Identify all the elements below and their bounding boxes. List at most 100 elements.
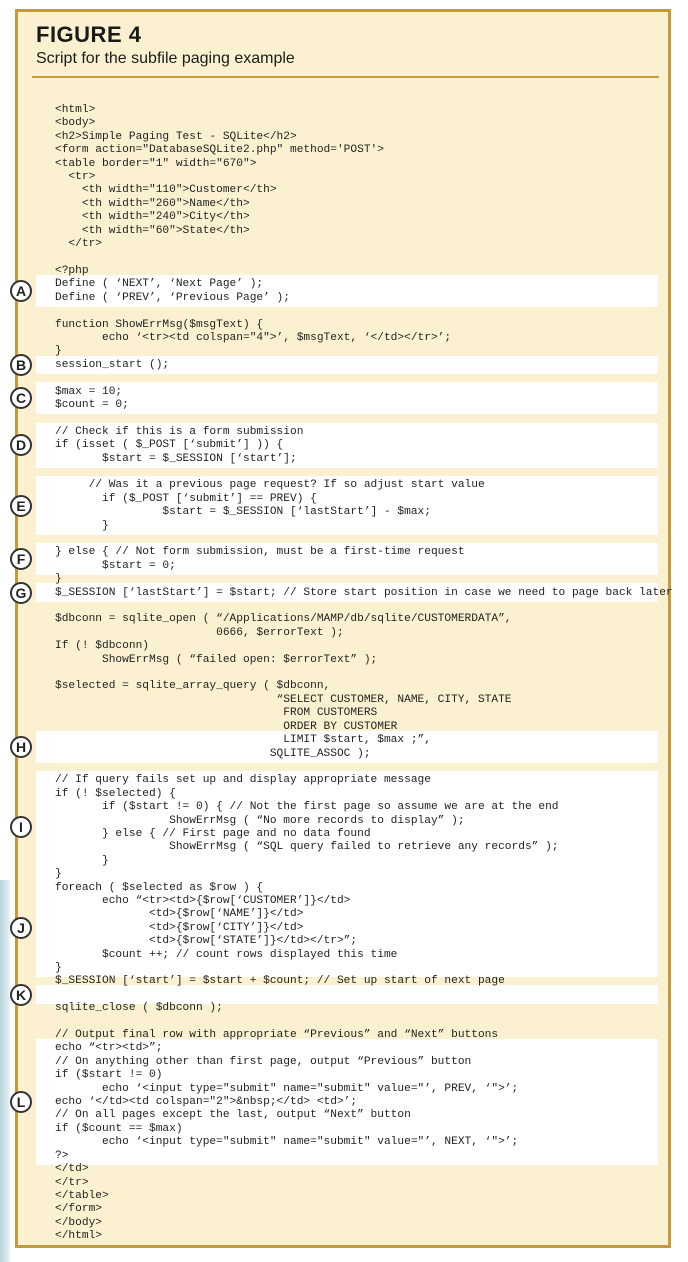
code-line: foreach ( $selected as $row ) { — [55, 881, 264, 894]
code-line: if ($start != 0) — [55, 1069, 163, 1082]
code-line: $count = 0; — [55, 398, 129, 411]
code-line: echo ‘<input type="submit" name="submit"… — [55, 1136, 519, 1149]
annotation-marker: I — [10, 816, 32, 839]
code-line: <?php — [55, 264, 89, 277]
code-line: } — [55, 854, 109, 867]
code-line: if (! $selected) { — [55, 787, 176, 800]
highlight-band — [36, 878, 658, 977]
annotation-marker: F — [10, 548, 32, 571]
code-line: </form> — [55, 1203, 102, 1216]
code-line: echo “<tr><td>{$row[‘CUSTOMER’]}</td> — [55, 894, 351, 907]
code-line: <th width="110">Customer</th> — [55, 184, 277, 197]
code-line: <table border="1" width="670"> — [55, 157, 257, 170]
code-line: $max = 10; — [55, 385, 123, 398]
code-line: <th width="260">Name</th> — [55, 197, 250, 210]
code-line: Define ( ‘NEXT’, ‘Next Page’ ); — [55, 278, 264, 291]
page-edge-decoration — [0, 880, 10, 1262]
code-line: SQLITE_ASSOC ); — [55, 747, 371, 760]
code-line: <h2>Simple Paging Test - SQLite</h2> — [55, 130, 297, 143]
annotation-marker: A — [10, 280, 32, 303]
code-line: echo ‘</td><td colspan="2">&nbsp;</td> <… — [55, 1096, 358, 1109]
code-line: } — [55, 573, 62, 586]
figure-subtitle: Script for the subfile paging example — [36, 50, 295, 67]
code-line: // On all pages except the last, output … — [55, 1109, 411, 1122]
code-line: <td>{$row[‘STATE’]}</td></tr>”; — [55, 935, 358, 948]
code-line: } — [55, 868, 62, 881]
code-line: $start = $_SESSION [‘start’]; — [55, 452, 297, 465]
annotation-marker: J — [10, 916, 32, 939]
annotation-marker: E — [10, 494, 32, 517]
code-line: <body> — [55, 117, 96, 130]
annotation-marker: H — [10, 735, 32, 758]
highlight-band — [36, 583, 658, 602]
code-line: LIMIT $start, $max ;”, — [55, 734, 431, 747]
code-line: </body> — [55, 1216, 102, 1229]
code-line: “SELECT CUSTOMER, NAME, CITY, STATE — [55, 693, 512, 706]
code-line: } — [55, 519, 109, 532]
highlight-band — [36, 771, 658, 884]
highlight-band — [36, 355, 658, 374]
title-divider — [32, 76, 659, 78]
code-line: } else { // Not form submission, must be… — [55, 546, 465, 559]
code-line: </tr> — [55, 238, 102, 251]
highlight-band — [36, 730, 658, 763]
highlight-band — [36, 275, 658, 307]
code-line: } — [55, 345, 62, 358]
code-line: </tr> — [55, 1176, 89, 1189]
highlight-band — [36, 476, 658, 535]
code-line: $count ++; // count rows displayed this … — [55, 948, 398, 961]
code-line: if (isset ( $_POST [‘submit’] )) { — [55, 439, 284, 452]
code-line: <td>{$row[‘NAME’]}</td> — [55, 908, 304, 921]
code-line: if ($count == $max) — [55, 1122, 183, 1135]
code-line: echo “<tr><td>”; — [55, 1042, 163, 1055]
code-line: if ($_POST [‘submit’] == PREV) { — [55, 492, 317, 505]
figure-title: FIGURE 4 — [36, 22, 142, 47]
code-line: $_SESSION [‘lastStart’] = $start; // Sto… — [55, 586, 673, 599]
code-line: // Was it a previous page request? If so… — [55, 479, 485, 492]
code-line: <td>{$row[‘CITY’]}</td> — [55, 921, 304, 934]
code-line: $dbconn = sqlite_open ( “/Applications/M… — [55, 613, 512, 626]
code-line: ORDER BY CUSTOMER — [55, 720, 398, 733]
figure-box: FIGURE 4 Script for the subfile paging e… — [10, 9, 673, 1248]
annotation-marker: K — [10, 983, 32, 1006]
code-line: If (! $dbconn) — [55, 640, 149, 653]
code-line: if ($start != 0) { // Not the first page… — [55, 801, 559, 814]
annotation-marker: C — [10, 387, 32, 410]
code-line: <form action="DatabaseSQLite2.php" metho… — [55, 144, 384, 157]
highlight-band — [36, 382, 658, 415]
code-line: session_start (); — [55, 358, 170, 371]
code-line: <tr> — [55, 171, 96, 184]
code-line: <th width="60">State</th> — [55, 224, 250, 237]
code-line: $_SESSION [‘start’] = $start + $count; /… — [55, 975, 505, 988]
code-line: } else { // First page and no data found — [55, 827, 371, 840]
annotation-marker: G — [10, 581, 32, 604]
code-line: ShowErrMsg ( “SQL query failed to retrie… — [55, 841, 559, 854]
code-line: Define ( ‘PREV’, ‘Previous Page’ ); — [55, 291, 290, 304]
code-line: FROM CUSTOMERS — [55, 707, 378, 720]
code-line: 0666, $errorText ); — [55, 626, 344, 639]
code-line: echo ‘<tr><td colspan="4">’, $msgText, ‘… — [55, 331, 452, 344]
code-line: </td> — [55, 1163, 89, 1176]
code-line: </table> — [55, 1189, 109, 1202]
highlight-band — [36, 543, 658, 575]
annotation-marker: D — [10, 434, 32, 457]
highlight-band — [36, 985, 658, 1004]
code-line: // On anything other than first page, ou… — [55, 1055, 472, 1068]
code-line: // Check if this is a form submission — [55, 425, 304, 438]
code-line: <th width="240">City</th> — [55, 211, 250, 224]
code-line: // Output final row with appropriate “Pr… — [55, 1029, 499, 1042]
annotation-marker: L — [10, 1090, 32, 1113]
code-line: function ShowErrMsg($msgText) { — [55, 318, 264, 331]
code-line: $start = 0; — [55, 559, 176, 572]
code-line: </html> — [55, 1230, 102, 1243]
highlight-band — [36, 422, 658, 468]
code-line: // If query fails set up and display app… — [55, 774, 431, 787]
code-line: ShowErrMsg ( “failed open: $errorText” )… — [55, 653, 378, 666]
highlight-band — [36, 1039, 658, 1165]
code-line: ?> — [55, 1149, 69, 1162]
code-line: ShowErrMsg ( “No more records to display… — [55, 814, 465, 827]
code-line: echo ‘<input type="submit" name="submit"… — [55, 1082, 519, 1095]
annotation-marker: B — [10, 353, 32, 376]
code-listing: <html> <body> <h2>Simple Paging Test - S… — [55, 104, 673, 1244]
code-line: } — [55, 962, 62, 974]
